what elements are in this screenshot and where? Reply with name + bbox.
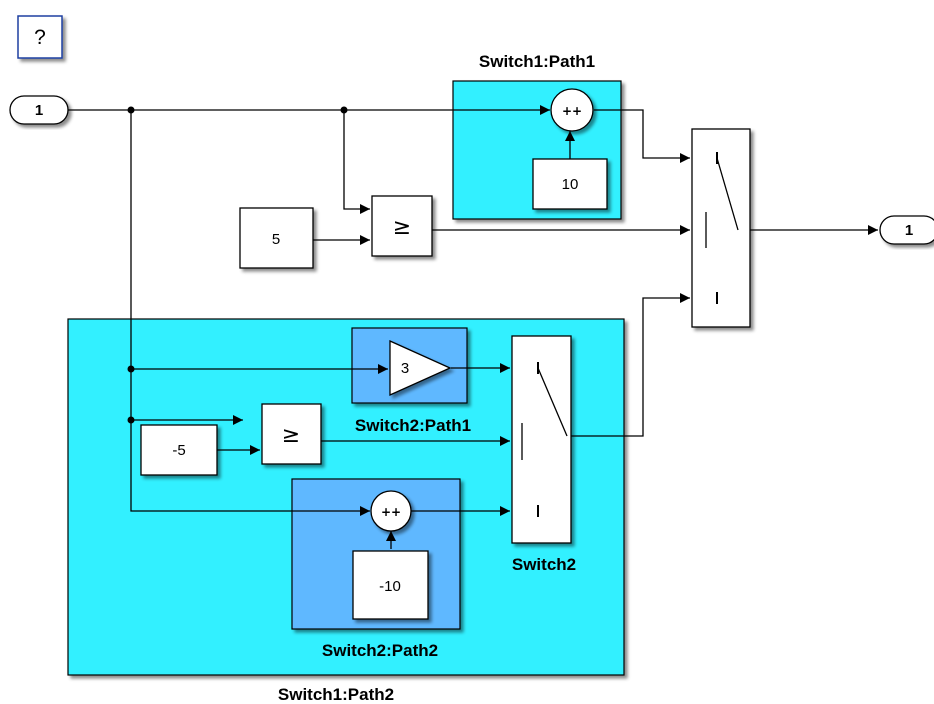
svg-text:++: ++ bbox=[562, 104, 582, 118]
constant-10-block[interactable]: 10 bbox=[532, 158, 608, 210]
switch2-label: Switch2 bbox=[512, 555, 576, 574]
switch1-path1-label: Switch1:Path1 bbox=[479, 52, 595, 71]
svg-text:≥: ≥ bbox=[393, 215, 411, 240]
sum-block-2[interactable]: ++ bbox=[370, 490, 412, 532]
constant-neg10-block[interactable]: -10 bbox=[352, 550, 429, 620]
sum-block-1[interactable]: ++ bbox=[550, 88, 594, 132]
help-icon: ? bbox=[34, 26, 46, 49]
svg-text:3: 3 bbox=[401, 360, 409, 377]
relational-operator-1[interactable]: ≥ bbox=[371, 195, 433, 257]
svg-text:-5: -5 bbox=[172, 442, 185, 459]
switch1-path2-label: Switch1:Path2 bbox=[278, 685, 394, 704]
constant-neg5-block[interactable]: -5 bbox=[140, 424, 218, 476]
junction-dots bbox=[127, 106, 348, 424]
svg-text:1: 1 bbox=[905, 222, 913, 239]
outport-1[interactable]: 1 bbox=[879, 215, 934, 245]
inport-1[interactable]: 1 bbox=[9, 95, 69, 125]
gain-3-block[interactable]: 3 bbox=[389, 339, 452, 397]
svg-text:≥: ≥ bbox=[282, 423, 300, 448]
switch-2-block[interactable] bbox=[511, 335, 572, 544]
svg-text:-10: -10 bbox=[379, 578, 401, 595]
switch2-path1-label: Switch2:Path1 bbox=[355, 416, 471, 435]
svg-text:++: ++ bbox=[381, 505, 401, 519]
signal-lines bbox=[68, 105, 878, 549]
switch-1-block[interactable] bbox=[691, 128, 751, 328]
switch2-path2-label: Switch2:Path2 bbox=[322, 641, 438, 660]
help-button[interactable]: ? bbox=[17, 15, 63, 59]
constant-5-block[interactable]: 5 bbox=[239, 207, 314, 269]
relational-operator-2[interactable]: ≥ bbox=[261, 403, 322, 465]
svg-text:5: 5 bbox=[272, 231, 280, 248]
svg-text:10: 10 bbox=[562, 176, 579, 193]
svg-text:1: 1 bbox=[35, 102, 43, 119]
